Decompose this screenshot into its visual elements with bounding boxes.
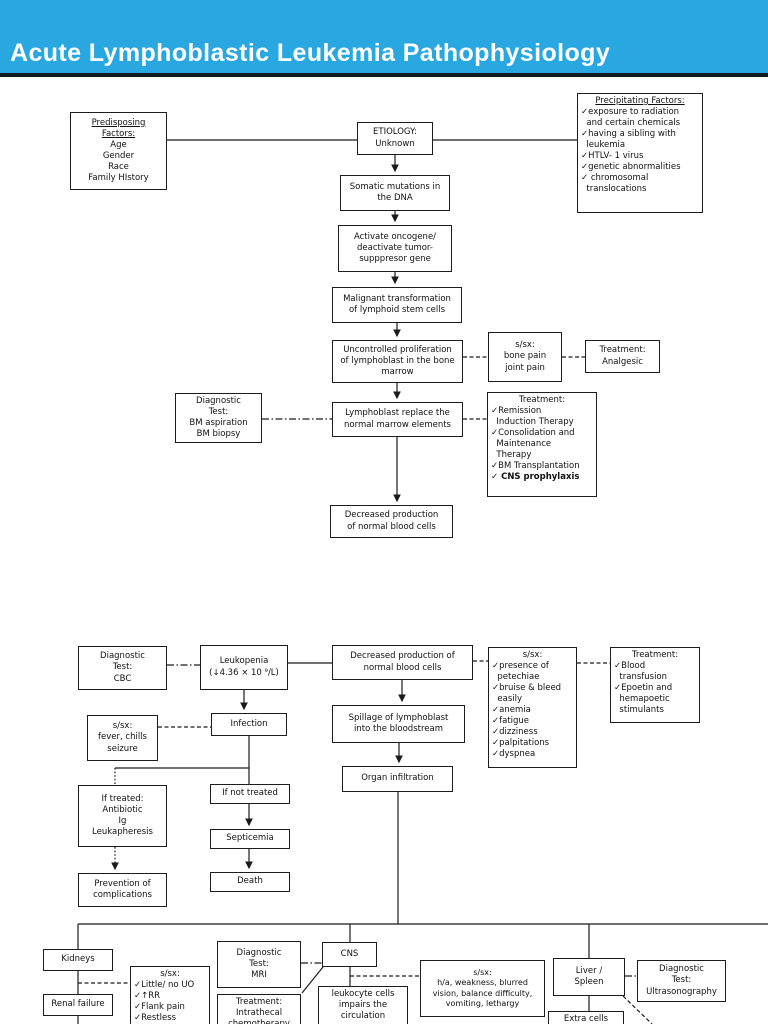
node-decreased-production-1: Decreased production of normal blood cel… <box>330 505 453 538</box>
node-title: Treatment: <box>631 650 679 660</box>
node-ssx-headache: s/sx: h/a, weakness, blurred vision, bal… <box>420 960 545 1017</box>
node-treatment-blood-transfusion: Treatment: ✓Blood transfusion ✓Epoetin a… <box>610 647 700 723</box>
node-kidneys: Kidneys <box>43 949 113 971</box>
node-precipitating-factors: Precipitating Factors: ✓exposure to radi… <box>577 93 703 213</box>
node-diagnostic-bm: Diagnostic Test: BM aspiration BM biopsy <box>175 393 262 443</box>
node-cns: CNS <box>322 942 377 967</box>
node-title: s/sx: <box>160 969 180 979</box>
node-title: Predisposing Factors: <box>91 117 146 139</box>
node-diagnostic-ultrasonography: Diagnostic Test: Ultrasonography <box>637 960 726 1002</box>
node-organ-infiltration: Organ infiltration <box>342 766 453 792</box>
node-spillage: Spillage of lymphoblast into the bloodst… <box>332 705 465 743</box>
node-uncontrolled-proliferation: Uncontrolled proliferation of lymphoblas… <box>332 340 463 383</box>
node-etiology: ETIOLOGY: Unknown <box>357 122 433 155</box>
node-septicemia: Septicemia <box>210 829 290 849</box>
node-infection: Infection <box>211 713 287 736</box>
node-treatment-analgesic: Treatment: Analgesic <box>585 340 660 373</box>
node-malignant-transformation: Malignant transformation of lymphoid ste… <box>332 287 462 323</box>
node-leukocyte-cells: leukocyte cells impairs the circulation <box>318 986 408 1024</box>
node-lymphoblast-replace: Lymphoblast replace the normal marrow el… <box>332 402 463 437</box>
node-predisposing-factors: Predisposing Factors: Age Gender Race Fa… <box>70 112 167 190</box>
node-activate-oncogene: Activate oncogene/ deactivate tumor- sup… <box>338 225 452 272</box>
node-if-treated: If treated: Antibiotic Ig Leukapheresis <box>78 785 167 847</box>
page-title: Acute Lymphoblastic Leukemia Pathophysio… <box>10 39 611 67</box>
node-title: Treatment: <box>518 395 566 405</box>
node-diagnostic-cbc: Diagnostic Test: CBC <box>78 646 167 690</box>
node-ssx-fever: s/sx: fever, chills seizure <box>87 715 158 761</box>
node-decreased-production-2: Decreased production of normal blood cel… <box>332 645 473 680</box>
node-title: Precipitating Factors: <box>595 96 685 106</box>
node-extra-cells: Extra cells <box>548 1011 624 1024</box>
node-ssx-bone-pain: s/sx: bone pain joint pain <box>488 332 562 382</box>
node-diagnostic-mri: Diagnostic Test: MRI <box>217 941 301 988</box>
node-leukopenia: Leukopenia (↓4.36 × 10 ⁹/L) <box>200 645 288 690</box>
node-death: Death <box>210 872 290 892</box>
node-title: s/sx: <box>522 650 543 660</box>
node-if-not-treated: If not treated <box>210 784 290 804</box>
node-somatic-mutations: Somatic mutations in the DNA <box>340 175 450 211</box>
node-treatment-intrathecal: Treatment: Intrathecal chemotherapy <box>217 994 301 1024</box>
page-header: Acute Lymphoblastic Leukemia Pathophysio… <box>0 0 768 77</box>
node-ssx-petechiae: s/sx: ✓presence of petechiae ✓bruise & b… <box>488 647 577 768</box>
node-renal-failure: Renal failure <box>43 994 113 1016</box>
node-ssx-urine-output: s/sx: ✓Little/ no UO ✓↑RR ✓Flank pain ✓R… <box>130 966 210 1024</box>
node-treatment-remission: Treatment: ✓Remission Induction Therapy … <box>487 392 597 497</box>
node-liver-spleen: Liver / Spleen <box>553 958 625 996</box>
node-prevention: Prevention of complications <box>78 873 167 907</box>
